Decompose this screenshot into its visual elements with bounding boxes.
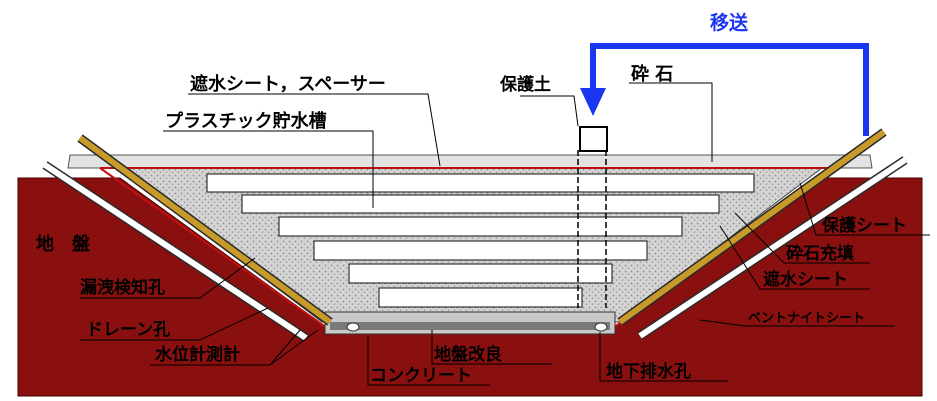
drain-oval-left <box>346 322 360 332</box>
right-pipes <box>617 128 908 340</box>
leak-detection-pipe-right-fill <box>618 129 886 325</box>
leader-improvement <box>431 330 552 365</box>
leader-leak <box>80 257 256 299</box>
protective-soil-box <box>579 126 608 152</box>
leader-bentonite <box>699 319 895 327</box>
leak-detection-hole-label: 漏洩検知孔 <box>80 277 165 298</box>
leader-stone-fill <box>734 212 870 264</box>
transfer-arrow <box>590 43 869 136</box>
concrete-label: コンクリート <box>370 366 472 386</box>
drain-pipe-fill <box>43 162 308 341</box>
ground-improvement-label: 地盤改良 <box>434 344 502 365</box>
tank-layer <box>206 173 755 193</box>
ground-improvement-hatch <box>330 322 610 330</box>
protective-soil-label: 保護土 <box>499 74 551 95</box>
left-pipes <box>42 134 333 342</box>
leader-drain <box>80 307 269 341</box>
crushed-stone-fill-label: 砕石充填 <box>786 243 854 264</box>
underground-drain-hole-label: 地下排水孔 <box>606 361 691 382</box>
drain-hole-label: ドレーン孔 <box>86 320 170 340</box>
bentonite-sheet-label: ベントナイトシート <box>748 311 865 326</box>
leader-tank <box>163 130 374 208</box>
tank-layer <box>241 194 720 214</box>
tank-layer <box>278 216 683 237</box>
leader-gauge-2 <box>269 329 319 366</box>
waterproof-sheet-label: 遮水シート <box>763 269 848 290</box>
tank-layer <box>378 287 583 308</box>
waterproof-sheet-spacer-label: 遮水シート，スペーサー <box>190 73 386 95</box>
transfer-label: 移送 <box>710 11 749 34</box>
leader-stone <box>629 82 713 162</box>
transfer-arrow-head <box>580 88 606 116</box>
leader-protective-sheet <box>799 182 930 236</box>
leader-concrete <box>367 336 490 386</box>
ground-label: 地 盤 <box>36 233 91 255</box>
drain-oval-right <box>594 322 608 332</box>
tank-layer <box>348 263 613 284</box>
leader-underground <box>599 332 728 382</box>
leader-gauge-1 <box>269 329 301 366</box>
plastic-tank-label: プラスチック貯水槽 <box>165 110 327 132</box>
water-level-gauge-label: 水位計測計 <box>155 344 240 365</box>
leak-detection-pipe-fill <box>78 135 332 325</box>
leader-waterproof <box>719 225 870 290</box>
tank-layer <box>313 240 648 261</box>
plastic-tank <box>206 173 755 308</box>
protective-sheet-label: 保護シート <box>821 215 907 236</box>
drain-pipe-right-fill <box>638 157 907 339</box>
crushed-stone-label: 砕 石 <box>631 64 673 85</box>
surface-layer <box>67 154 873 169</box>
leader-soil <box>520 95 579 127</box>
leader-spacer <box>188 93 441 167</box>
